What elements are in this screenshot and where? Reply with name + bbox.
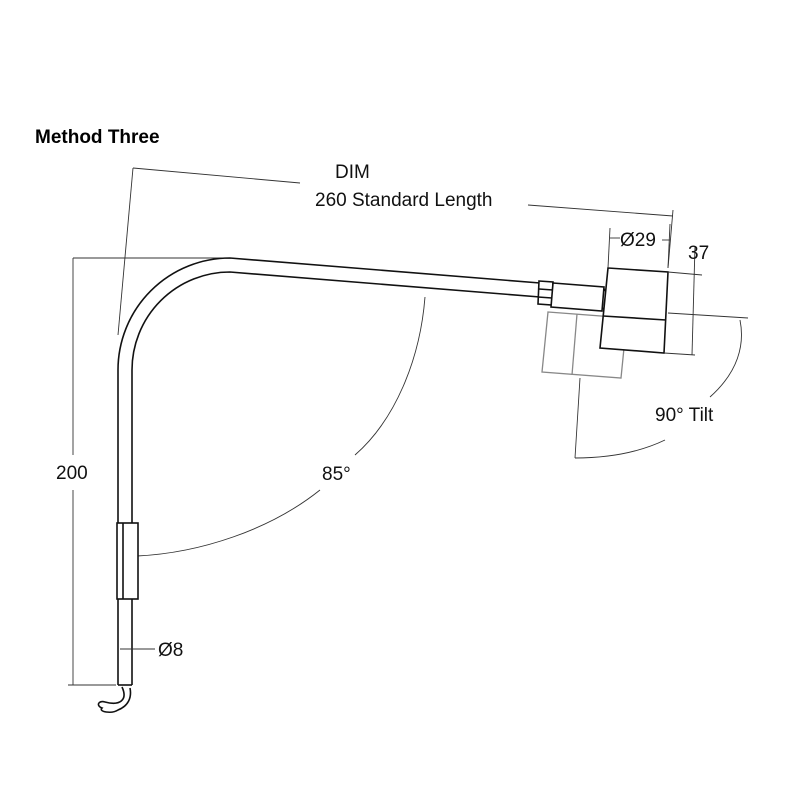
lamp-arm bbox=[97, 257, 541, 713]
head-height-label: 37 bbox=[688, 243, 709, 264]
head-diameter-dimension: Ø29 bbox=[607, 223, 671, 269]
tilt-label: 90° Tilt bbox=[655, 405, 714, 426]
height-dimension: 200 bbox=[56, 257, 230, 686]
rod-diameter-dimension: Ø8 bbox=[120, 640, 183, 661]
head-body bbox=[599, 267, 669, 354]
head-height-dimension: 37 bbox=[663, 243, 709, 356]
lamp-head bbox=[537, 267, 669, 354]
connector-barrel bbox=[550, 282, 605, 312]
head-diameter-label: Ø29 bbox=[620, 230, 656, 251]
standard-length-label: 260 Standard Length bbox=[315, 190, 493, 211]
arm-angle-dimension: 85° bbox=[136, 296, 426, 557]
dim-heading: DIM bbox=[335, 162, 370, 183]
height-label: 200 bbox=[56, 463, 88, 484]
diagram-title: Method Three bbox=[35, 127, 160, 148]
tilt-dimension: 90° Tilt bbox=[574, 312, 749, 459]
tilted-head-ghost bbox=[541, 311, 628, 379]
mounting-sleeve bbox=[116, 522, 139, 600]
cable-icon bbox=[97, 686, 132, 713]
rod-diameter-label: Ø8 bbox=[158, 640, 183, 661]
arm-angle-label: 85° bbox=[322, 464, 351, 485]
length-dimension: DIM 260 Standard Length bbox=[117, 162, 674, 336]
